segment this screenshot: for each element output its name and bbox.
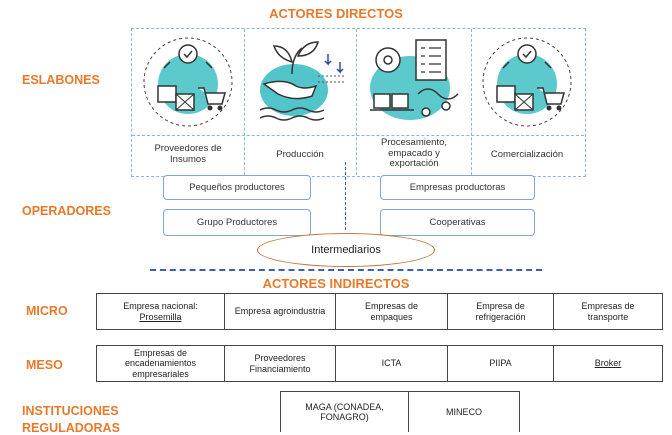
supply-cart-icon	[143, 37, 233, 127]
plant-hand-icon	[259, 41, 346, 121]
instituciones-table: MAGA (CONADEA, FONAGRO) MINECO	[280, 391, 520, 432]
meso-cell: PIIPA	[447, 346, 553, 381]
label-reguladoras: REGULADORAS	[22, 421, 120, 435]
micro-cell: Empresas de transporte	[553, 294, 662, 329]
label-eslabones: ESLABONES	[22, 73, 100, 87]
label-operadores: OPERADORES	[22, 204, 111, 218]
micro-cell: Empresa de refrigeración	[447, 294, 553, 329]
stage-divider	[471, 29, 472, 175]
stage-label: Proveedores de Insumos	[154, 143, 222, 165]
intermediarios-ellipse: Intermediarios	[257, 233, 435, 267]
label-micro: MICRO	[26, 304, 68, 318]
center-connector	[345, 162, 346, 230]
intermediarios-label: Intermediarios	[311, 244, 381, 256]
label-instituciones: INSTITUCIONES	[22, 404, 119, 418]
stages-panel	[131, 28, 586, 177]
processing-checklist-icon	[369, 39, 459, 120]
micro-cell: Empresa agroindustria	[224, 294, 335, 329]
stage-icon-cell-2	[244, 29, 356, 135]
stage-label: Producción	[276, 148, 324, 160]
stage-icon-cell-4	[471, 29, 583, 135]
micro-cell: Empresas de empaques	[335, 294, 447, 329]
indirect-actors-title: ACTORES INDIRECTOS	[262, 276, 410, 291]
meso-cell: Empresas de encadenamientos empresariale…	[124, 347, 197, 379]
operator-box: Empresas productoras	[380, 175, 535, 200]
stage-divider	[356, 29, 357, 175]
meso-cell: ICTA	[335, 346, 447, 381]
stage-label: Procesamiento, empacado y exportación	[380, 136, 447, 170]
meso-cell: Proveedores Financiamiento	[224, 346, 335, 381]
stage-divider	[244, 29, 245, 175]
section-separator	[150, 269, 542, 271]
direct-actors-title: ACTORES DIRECTOS	[269, 6, 403, 21]
label-meso: MESO	[26, 358, 63, 372]
instituciones-cell: MAGA (CONADEA, FONAGRO)	[305, 401, 384, 422]
meso-table: Empresas de encadenamientos empresariale…	[96, 345, 663, 382]
stage-divider-horizontal	[132, 135, 584, 136]
stage-label: Comercialización	[490, 148, 564, 160]
operator-box: Pequeños productores	[163, 175, 311, 200]
commerce-cart-icon	[482, 37, 572, 127]
stage-icon-cell-1	[132, 29, 244, 135]
micro-table: Empresa nacional: Prosemilla Empresa agr…	[96, 293, 663, 330]
stage-icon-cell-3	[356, 29, 471, 135]
operator-box: Grupo Productores	[163, 209, 311, 236]
operator-box: Cooperativas	[380, 209, 535, 236]
micro-cell: Empresa nacional: Prosemilla	[123, 301, 198, 322]
meso-cell: Broker	[553, 346, 662, 381]
instituciones-cell: MINECO	[408, 392, 519, 432]
